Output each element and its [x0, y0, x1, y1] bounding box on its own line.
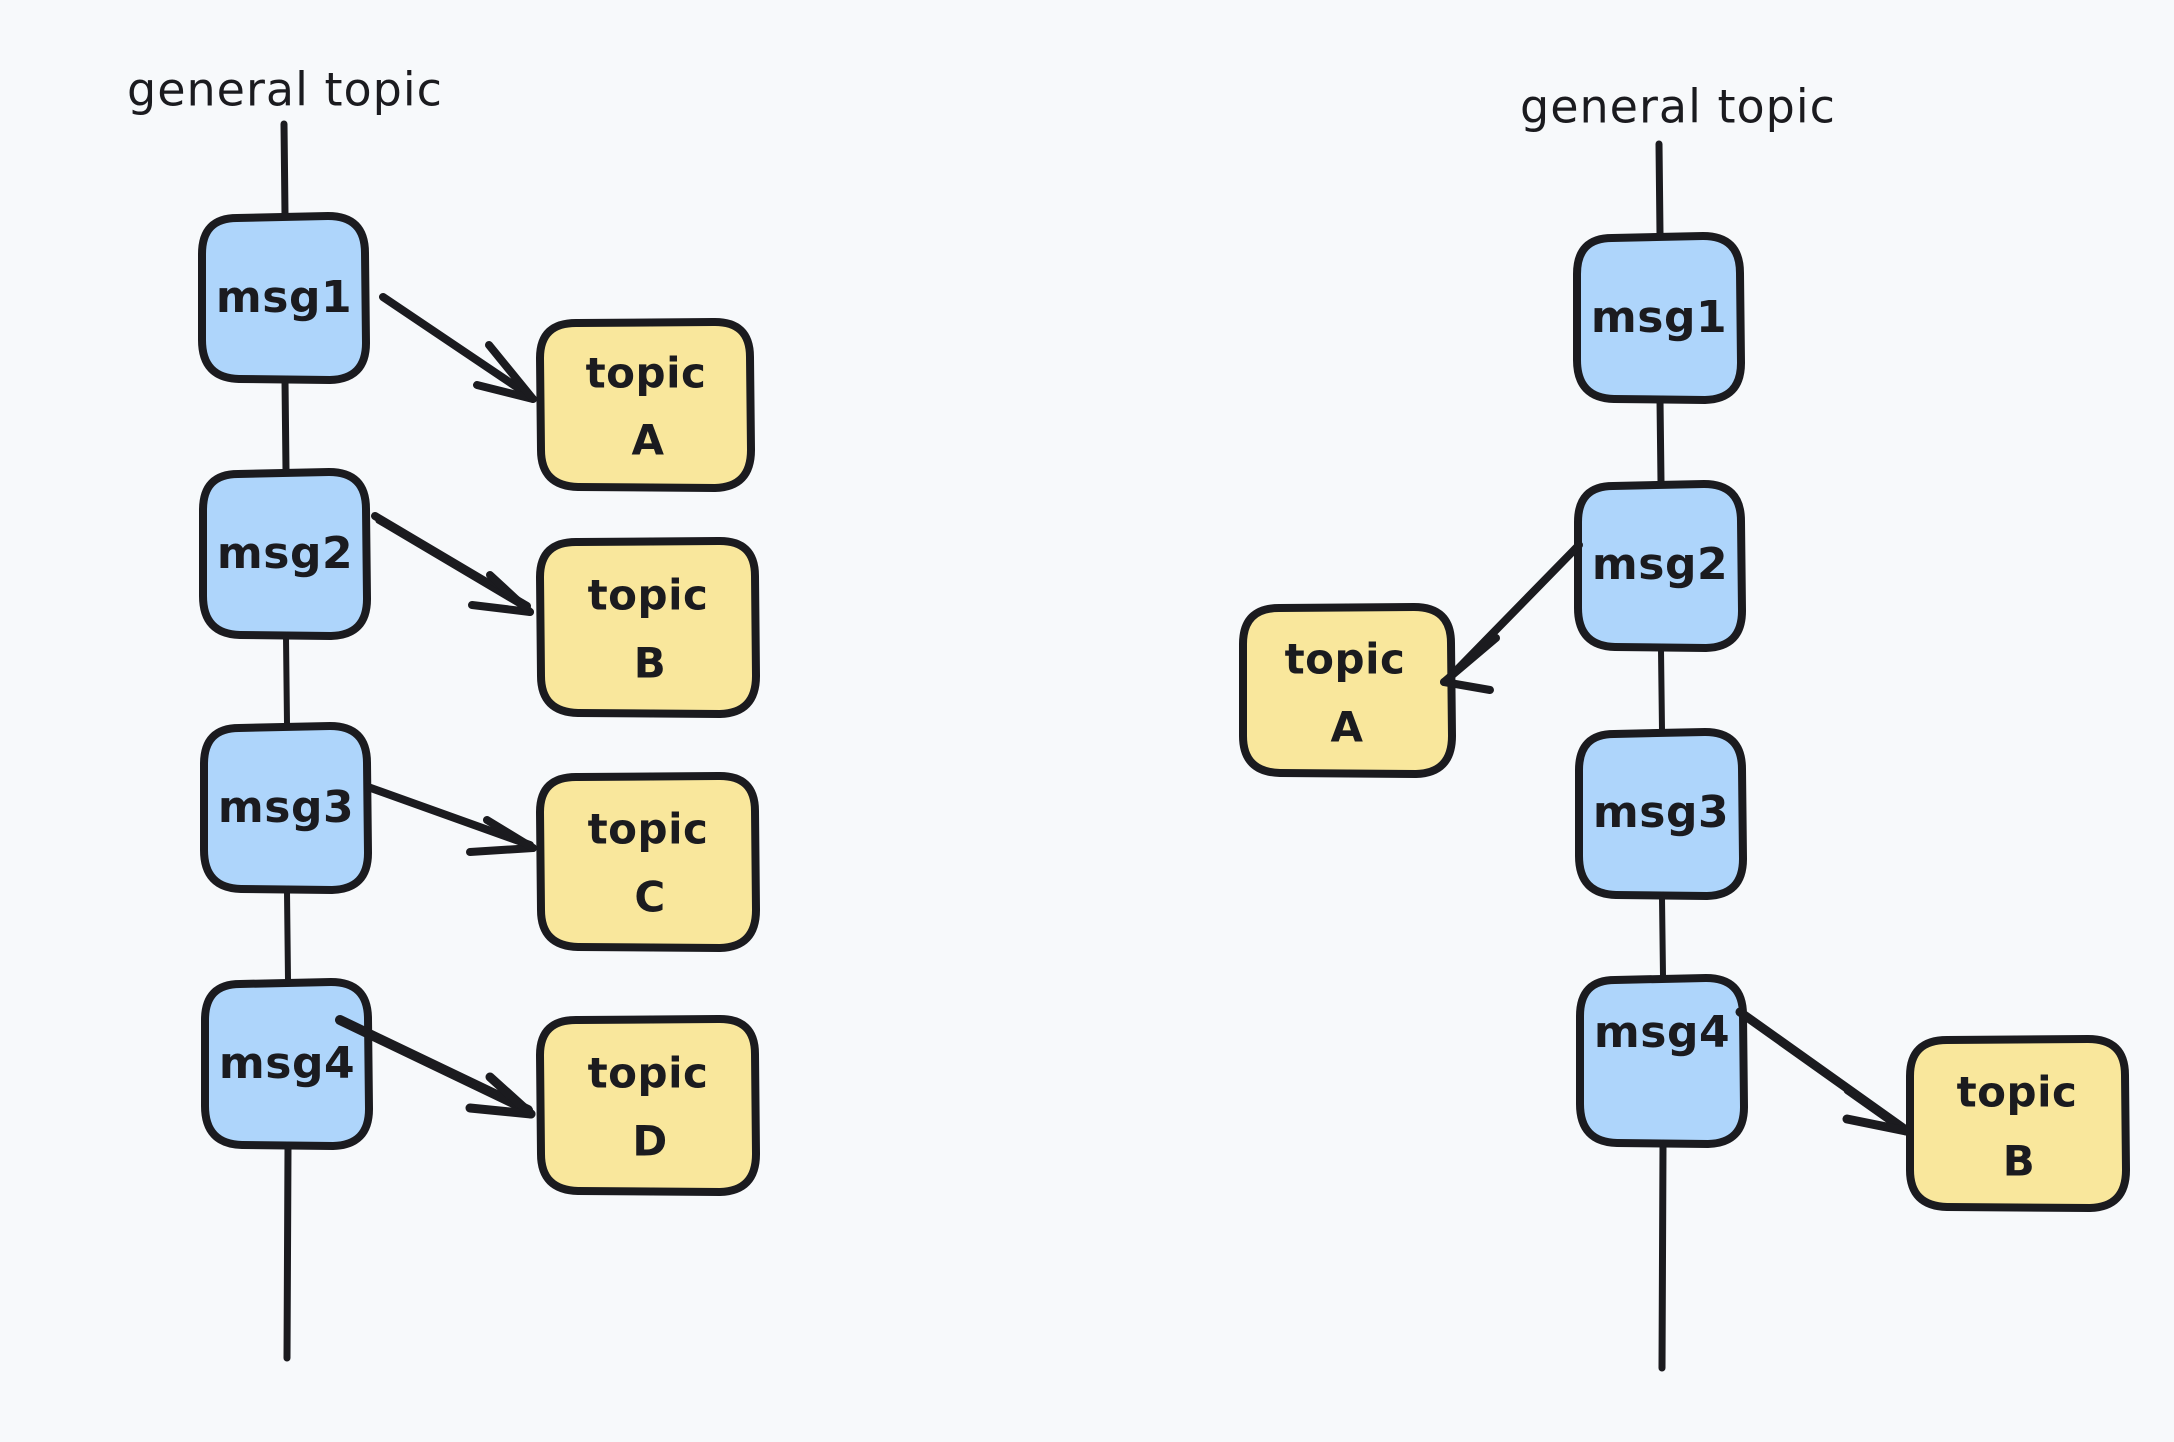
right-topic-b-label-line1: topic [1957, 1068, 2078, 1117]
left-node-msg3-shape [200, 722, 372, 894]
right-topic-b-shape [1906, 1035, 2130, 1212]
left-topic-a[interactable]: topic A [536, 317, 755, 492]
right-node-msg2-label: msg2 [1592, 539, 1728, 590]
right-node-msg3-shape [1575, 728, 1747, 900]
left-topic-b[interactable]: topic B [536, 536, 760, 718]
right-timeline-title: general topic [1520, 80, 1836, 134]
right-timeline-segment-3-4 [1659, 895, 1666, 979]
left-node-msg3[interactable]: msg3 [200, 722, 372, 894]
right-arrow-msg2-to-topic-a [1440, 541, 1583, 694]
right-timeline-segment-1-2 [1656, 396, 1665, 486]
left-topic-c-label-line2: C [634, 873, 665, 922]
left-topic-c-shape [536, 771, 760, 952]
right-node-msg3-label: msg3 [1593, 787, 1729, 838]
right-topic-a-label-line2: A [1330, 703, 1363, 752]
left-topic-c[interactable]: topic C [536, 771, 760, 952]
left-arrow-msg3-to-topic-c [364, 783, 537, 856]
right-topic-a-label-line1: topic [1285, 635, 1406, 684]
right-topic-a-shape [1239, 603, 1456, 778]
left-diagram: general topic msg1 msg2 msg3 msg4 topic … [127, 63, 760, 1362]
left-timeline-title: general topic [127, 63, 443, 117]
right-node-msg1-label: msg1 [1591, 292, 1727, 343]
left-node-msg4-shape [201, 978, 373, 1150]
left-topic-b-shape [536, 536, 760, 718]
right-node-msg2-shape [1574, 480, 1746, 652]
right-node-msg4[interactable]: msg4 [1576, 974, 1748, 1148]
left-topic-c-label-line1: topic [588, 805, 709, 854]
left-timeline-segment-3-4 [284, 889, 291, 983]
left-node-msg1-label: msg1 [216, 272, 352, 323]
right-arrow-msg4-to-topic-b [1735, 1007, 1911, 1136]
left-node-msg2-shape [199, 468, 371, 640]
right-node-msg4-shape [1576, 974, 1748, 1148]
left-timeline-segment-top [280, 120, 289, 218]
right-topic-a[interactable]: topic A [1239, 603, 1456, 778]
right-node-msg1[interactable]: msg1 [1573, 232, 1745, 404]
left-topic-d-label-line2: D [632, 1117, 667, 1166]
left-topic-a-label-line1: topic [586, 349, 707, 398]
left-arrow-msg2-to-topic-b [371, 512, 534, 616]
left-node-msg2[interactable]: msg2 [199, 468, 371, 640]
left-node-msg2-label: msg2 [217, 528, 353, 579]
left-topic-d[interactable]: topic D [536, 1014, 760, 1196]
left-node-msg1-shape [198, 212, 370, 384]
right-node-msg4-label: msg4 [1594, 1007, 1730, 1058]
left-timeline-segment-2-3 [283, 634, 290, 727]
left-arrow-msg4-to-topic-d [335, 1015, 536, 1119]
left-topic-d-label-line1: topic [588, 1049, 709, 1098]
right-diagram: general topic msg1 msg2 msg3 msg4 topic … [1239, 80, 2130, 1372]
right-timeline-segment-top [1655, 140, 1664, 238]
left-timeline-segment-bottom [283, 1144, 292, 1362]
left-node-msg1[interactable]: msg1 [198, 212, 370, 384]
left-timeline-segment-1-2 [281, 377, 290, 474]
left-topic-a-label-line2: A [631, 416, 664, 465]
left-node-msg4-label: msg4 [219, 1038, 355, 1089]
left-topic-d-shape [536, 1014, 760, 1196]
left-node-msg4[interactable]: msg4 [201, 978, 373, 1150]
left-topic-b-label-line2: B [634, 639, 667, 688]
right-timeline-segment-bottom [1658, 1142, 1667, 1372]
left-topic-b-label-line1: topic [588, 571, 709, 620]
right-topic-b-label-line2: B [2003, 1137, 2036, 1186]
left-arrow-msg1-to-topic-a [379, 293, 537, 403]
left-node-msg3-label: msg3 [218, 782, 354, 833]
right-timeline-segment-2-3 [1658, 647, 1665, 733]
right-node-msg2[interactable]: msg2 [1574, 480, 1746, 652]
right-node-msg3[interactable]: msg3 [1575, 728, 1747, 900]
left-topic-a-shape [536, 317, 755, 492]
right-node-msg1-shape [1573, 232, 1745, 404]
right-topic-b[interactable]: topic B [1906, 1035, 2130, 1212]
